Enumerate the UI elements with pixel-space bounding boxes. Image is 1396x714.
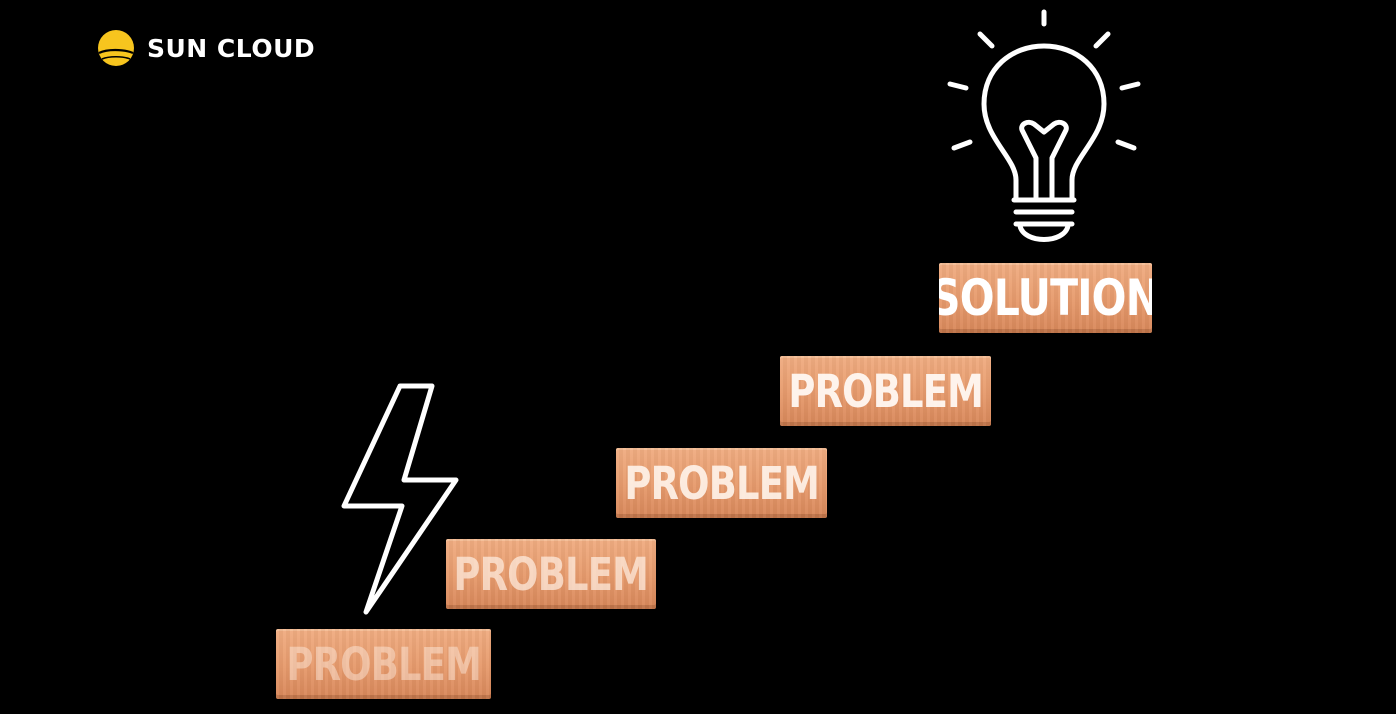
step-label: PROBLEM xyxy=(286,637,481,691)
step-block-3: PROBLEM xyxy=(616,448,827,518)
brand-logo: SUN CLOUD xyxy=(97,29,315,67)
step-label: PROBLEM xyxy=(788,364,983,418)
step-label: PROBLEM xyxy=(624,456,819,510)
brand-name: SUN CLOUD xyxy=(147,33,316,63)
light-bulb-icon xyxy=(947,9,1141,242)
sun-cloud-logo-icon xyxy=(98,30,134,66)
step-block-1: PROBLEM xyxy=(276,629,491,699)
step-block-2: PROBLEM xyxy=(446,539,656,609)
lightning-bolt-icon xyxy=(341,383,459,615)
step-block-4: PROBLEM xyxy=(780,356,991,426)
solution-block: SOLUTION xyxy=(939,263,1152,333)
step-label: PROBLEM xyxy=(453,547,649,601)
solution-label: SOLUTION xyxy=(939,269,1152,327)
